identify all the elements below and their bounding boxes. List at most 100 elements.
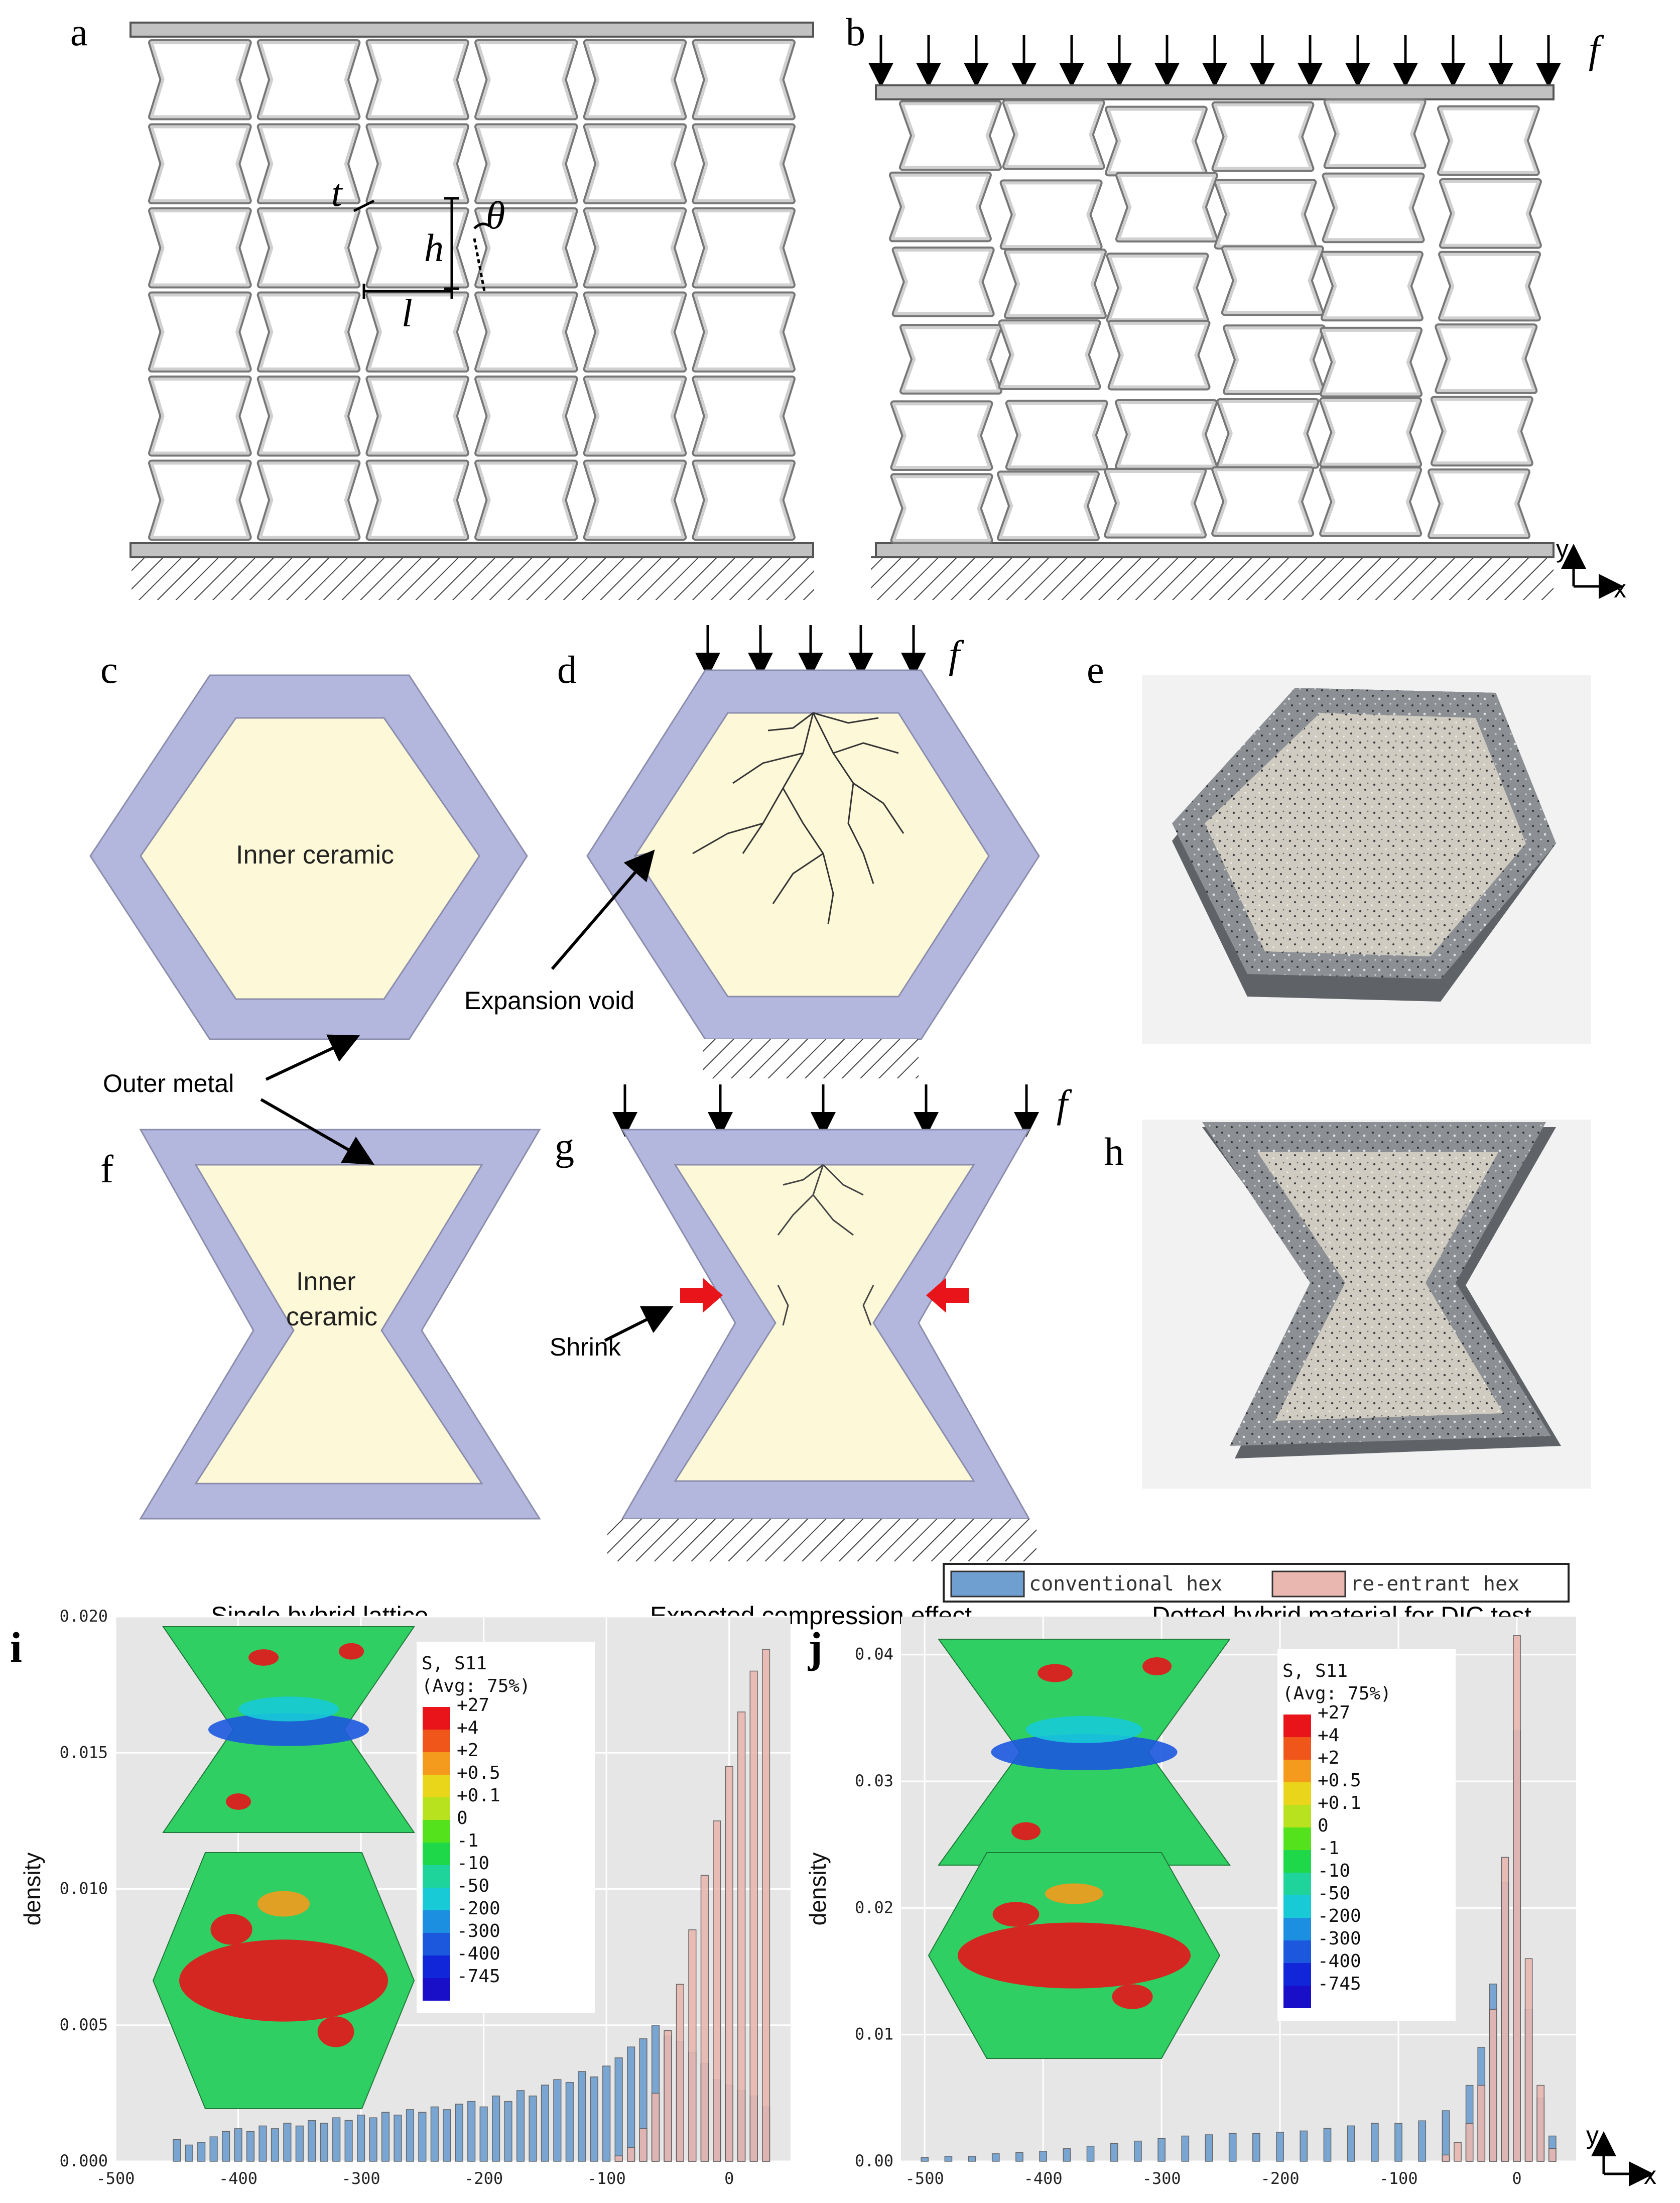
- lattice-cell-highlight: [1213, 103, 1313, 170]
- lattice-cell-highlight: [1001, 181, 1101, 249]
- lattice-cell-highlight: [150, 461, 250, 539]
- lattice-cell-highlight: [1440, 253, 1539, 320]
- lattice-cell-highlight: [150, 41, 250, 118]
- lattice-cell-highlight: [893, 249, 993, 315]
- histogram-bar: [602, 2065, 611, 2162]
- lattice-cell-highlight: [476, 209, 576, 287]
- colorbar-swatch: [1283, 1873, 1311, 1895]
- lattice-cell-highlight: [367, 293, 467, 371]
- histogram-bar: [1039, 2151, 1047, 2162]
- y-tick-label: 0.01: [855, 2025, 893, 2044]
- histogram-bar: [1465, 2123, 1474, 2162]
- lattice-cell-highlight: [367, 209, 467, 287]
- lattice-cell-highlight: [476, 378, 576, 455]
- histogram-bar: [725, 1766, 733, 2162]
- stress-blob: [1038, 1664, 1073, 1682]
- colorbar-tick-label: -300: [1318, 1928, 1361, 1949]
- colorbar-tick-label: +27: [1318, 1702, 1350, 1723]
- colorbar-tick-label: +0.1: [1318, 1793, 1361, 1813]
- lattice-cell-highlight: [1322, 253, 1421, 320]
- lattice-cell-highlight: [367, 461, 467, 539]
- histogram-bar: [283, 2123, 292, 2162]
- dim-h-label: h: [424, 226, 444, 270]
- histogram-bar: [1418, 2120, 1427, 2162]
- lattice-cell-highlight: [900, 102, 1000, 169]
- histogram-bar: [1086, 2145, 1095, 2162]
- histogram-bar: [1205, 2134, 1213, 2162]
- lattice-cell-highlight: [259, 293, 359, 371]
- hybrid-hex-cell: [89, 674, 528, 1040]
- plot-j: 0.000.010.020.030.04-500-400-300-200-100…: [805, 1617, 1576, 2203]
- colorbar-swatch: [1283, 1760, 1311, 1782]
- lattice-cell-highlight: [1218, 400, 1318, 467]
- dim-theta-label: θ: [486, 193, 505, 237]
- stress-blob: [208, 1713, 369, 1746]
- photo-dotted-hex: [1142, 675, 1591, 1044]
- x-tick-label: -100: [1379, 2169, 1418, 2188]
- colorbar-tick-label: +4: [1318, 1725, 1339, 1746]
- panel-d-force-label: f: [949, 633, 964, 676]
- y-axis-label: density: [805, 1853, 831, 1926]
- lattice-cell-highlight: [585, 378, 685, 455]
- inner-ceramic-label-f-line2: ceramic: [286, 1302, 377, 1331]
- lattice-cell-highlight: [1430, 470, 1529, 537]
- panel-label-e: e: [1087, 648, 1104, 691]
- colorbar-tick-label: +2: [1318, 1748, 1339, 1768]
- histogram-bar: [614, 2057, 623, 2162]
- histogram-bar: [664, 2030, 672, 2162]
- histogram-bar: [394, 2115, 402, 2162]
- y-tick-label: 0.02: [855, 1898, 893, 1917]
- histogram-bar: [332, 2117, 341, 2162]
- histogram-bar: [504, 2101, 512, 2162]
- expansion-void-pointer: [551, 849, 655, 970]
- histogram-bar: [713, 1820, 721, 2162]
- lattice-bottom-plate: [875, 542, 1555, 558]
- histogram-bar: [968, 2156, 976, 2162]
- y-tick-label: 0.000: [60, 2151, 108, 2170]
- colorbar-subtitle: (Avg: 75%): [422, 1676, 531, 1696]
- colorbar-title: S, S11: [1282, 1661, 1348, 1681]
- stress-blob: [991, 1734, 1178, 1770]
- colorbar-tick-label: +0.5: [457, 1763, 500, 1783]
- histogram-bar: [590, 2076, 598, 2162]
- lattice-cell-highlight: [150, 293, 250, 371]
- histogram-bar: [271, 2128, 279, 2162]
- colorbar-tick-label: -400: [1318, 1951, 1361, 1972]
- lattice-cell-highlight: [1005, 251, 1105, 317]
- histogram-bar: [541, 2085, 549, 2162]
- colorbar-swatch: [423, 1730, 450, 1752]
- colorbar-swatch: [423, 1978, 450, 2001]
- plot-i: 0.0000.0050.0100.0150.020-500-400-300-20…: [19, 1607, 791, 2203]
- histogram-bar: [516, 2090, 525, 2162]
- dim-t-label: t: [331, 171, 343, 214]
- stress-blob: [339, 1643, 364, 1660]
- colorbar-tick-label: -745: [457, 1966, 500, 1987]
- colorbar-tick-label: +27: [457, 1695, 489, 1716]
- colorbar-tick-label: 0: [457, 1808, 468, 1828]
- histogram-bar: [1063, 2148, 1071, 2162]
- y-tick-label: 0.00: [855, 2151, 893, 2170]
- histogram-bar: [197, 2142, 206, 2162]
- y-axis-label: density: [19, 1853, 45, 1926]
- lattice-cell-highlight: [1000, 321, 1099, 388]
- x-tick-label: -500: [906, 2169, 944, 2188]
- panel-d-ground: [703, 1039, 919, 1078]
- histogram-bar: [1524, 1958, 1533, 2162]
- stress-blob: [238, 1696, 339, 1722]
- lattice-cell-highlight: [1321, 468, 1420, 535]
- panel-label-a: a: [70, 10, 88, 54]
- panel-b-ground: [871, 557, 1554, 600]
- lattice-cell-highlight: [476, 293, 576, 371]
- histogram-bar: [762, 1649, 770, 2162]
- stress-blob: [1045, 1883, 1103, 1904]
- stress-blob: [248, 1649, 279, 1666]
- panel-b-lattice: [875, 84, 1555, 558]
- histogram-bar: [639, 2128, 648, 2162]
- panel-label-j: j: [808, 1623, 823, 1671]
- lattice-cell-highlight: [476, 125, 576, 202]
- colorbar-swatch: [1283, 1805, 1311, 1827]
- lattice-cell-highlight: [1437, 325, 1536, 392]
- colorbar-swatch: [1283, 1918, 1311, 1940]
- colorbar-swatch: [423, 1865, 450, 1888]
- histogram-bar: [1442, 2110, 1450, 2162]
